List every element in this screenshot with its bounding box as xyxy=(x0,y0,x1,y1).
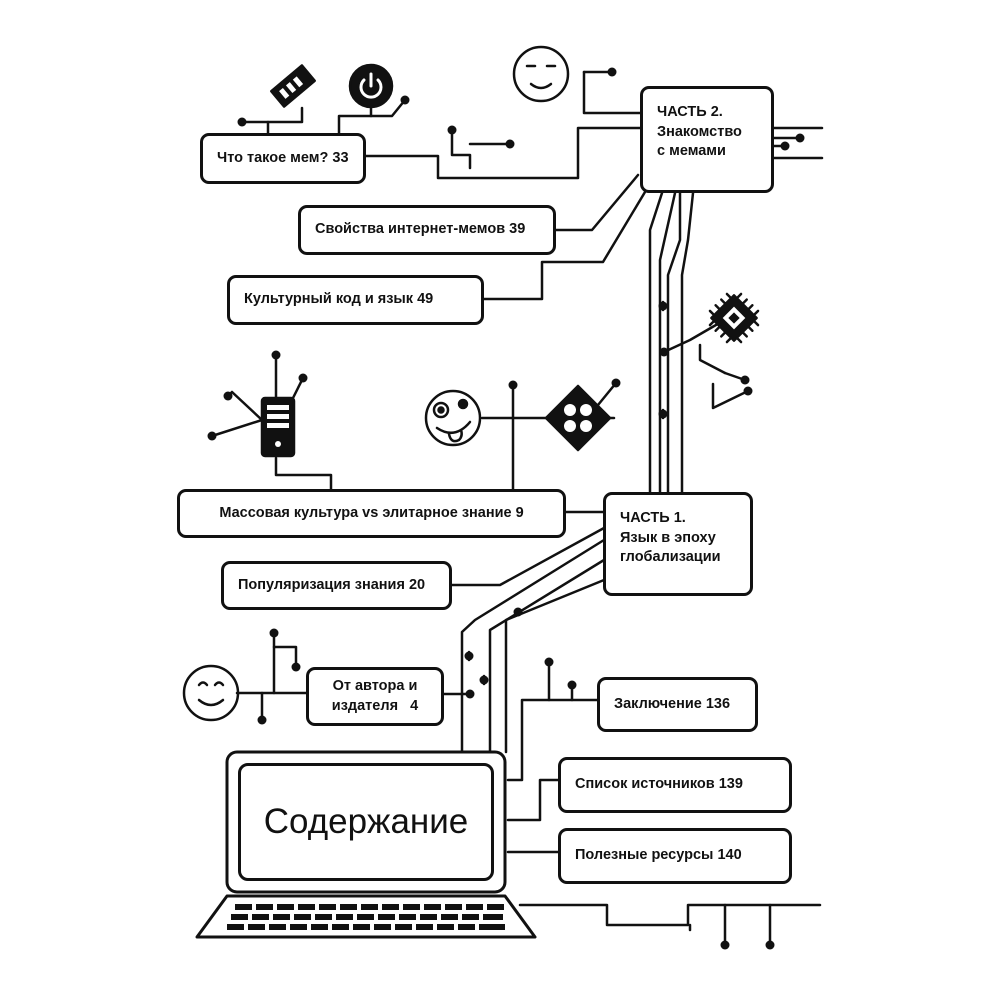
toc-entry-mass-culture[interactable]: Массовая культура vs элитарное знание 9 xyxy=(177,489,566,538)
server-tower-icon xyxy=(260,396,296,458)
part-1-heading: ЧАСТЬ 1. xyxy=(620,510,686,526)
fan-chip-icon xyxy=(544,384,612,452)
toc-entry-popularization[interactable]: Популяризация знания 20 xyxy=(221,561,452,610)
part-1-line1: Язык в эпоху xyxy=(620,529,716,546)
toc-entry-useful-resources[interactable]: Полезные ресурсы 140 xyxy=(558,828,792,884)
toc-entry-sources[interactable]: Список источников 139 xyxy=(558,757,792,813)
part-2-line2: с мемами xyxy=(657,143,726,160)
part-1-line2: глобализации xyxy=(620,549,721,566)
laptop-icon xyxy=(195,750,537,939)
toc-entry-meme-properties[interactable]: Свойства интернет-мемов 39 xyxy=(298,205,556,255)
toc-entry-label: Свойства интернет-мемов 39 xyxy=(315,221,526,238)
toc-entry-label-line1: От автора и xyxy=(332,677,418,694)
toc-entry-label: Заключение 136 xyxy=(614,695,731,712)
keyboard-icon xyxy=(227,904,505,930)
toc-entry-label: Популяризация знания 20 xyxy=(238,576,426,593)
toc-entry-from-author[interactable]: От автора и издателя 4 xyxy=(306,667,444,726)
part-1-box[interactable]: ЧАСТЬ 1. Язык в эпоху глобализации xyxy=(603,492,753,596)
toc-entry-label: Культурный код и язык 49 xyxy=(244,291,434,308)
toc-entry-conclusion[interactable]: Заключение 136 xyxy=(597,677,758,732)
smile-icon xyxy=(182,664,240,722)
part-2-box[interactable]: ЧАСТЬ 2. Знакомство с мемами xyxy=(640,86,774,193)
toc-entry-what-is-meme[interactable]: Что такое мем? 33 xyxy=(200,133,366,184)
part-2-line1: Знакомство xyxy=(657,123,742,140)
microchip-icon xyxy=(708,292,760,344)
toc-entry-label: Полезные ресурсы 140 xyxy=(575,847,742,864)
page-title: Содержание xyxy=(238,763,494,881)
power-button-icon xyxy=(348,63,394,109)
toc-entry-label: Что такое мем? 33 xyxy=(217,149,349,166)
toc-entry-label-line2: издателя 4 xyxy=(331,697,419,714)
toc-entry-label: Массовая культура vs элитарное знание 9 xyxy=(219,504,524,521)
toc-entry-label: Список источников 139 xyxy=(575,776,743,793)
part-2-heading: ЧАСТЬ 2. xyxy=(657,104,723,120)
toc-entry-cultural-code[interactable]: Культурный код и язык 49 xyxy=(227,275,484,325)
crazy-face-icon xyxy=(424,389,482,447)
memory-stick-icon xyxy=(270,64,316,108)
smiley-face-icon xyxy=(512,45,570,103)
